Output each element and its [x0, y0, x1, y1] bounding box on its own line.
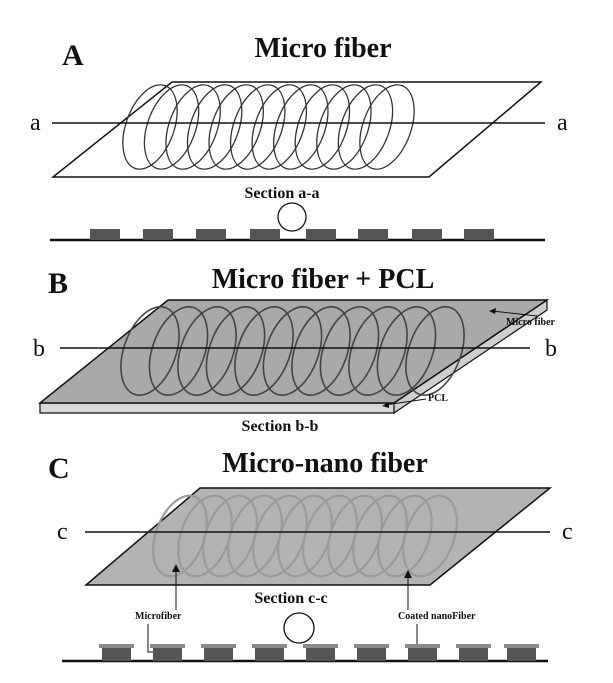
panel-c-fiber-block	[507, 648, 536, 661]
panel-b-section-letter-right: b	[545, 336, 557, 362]
panel-c-cross-section	[62, 612, 548, 663]
panel-b-fiber-coil	[291, 306, 351, 396]
panel-a-fiber-coil	[186, 84, 243, 170]
panel-a-fiber-coil	[316, 84, 372, 170]
panel-b-section-label: Section b-b	[242, 418, 319, 435]
panel-c-title: Micro-nano fiber	[222, 448, 428, 479]
panel-c-nanofiber-cap	[201, 644, 236, 648]
panel-c-nanofiber-cap	[99, 644, 134, 648]
panel-a-fiber-coil	[143, 84, 200, 170]
panel-b-fiber-coil	[205, 306, 266, 396]
panel-c-nanofiber-cap	[303, 644, 338, 648]
panel-c-microfiber-arrowhead-up	[172, 564, 180, 572]
panel-b-fiber-coil	[234, 306, 294, 396]
panel-c-section-letter-right: c	[562, 519, 573, 545]
panel-c-fiber-block	[204, 648, 233, 661]
panel-b-micro-fiber-label: Micro fiber	[506, 317, 556, 328]
panel-c-nanofiber-cap	[252, 644, 287, 648]
panel-a-title: Micro fiber	[254, 33, 391, 64]
panel-a-fiber-circle	[277, 202, 307, 232]
panel-a-section-letter-left: a	[30, 110, 41, 136]
panel-a-fiber-block	[196, 229, 226, 240]
panel-b-micro-fiber-pointer	[491, 310, 538, 317]
panel-c-coated-label: Coated nanoFiber	[398, 611, 476, 622]
panel-a-fiber-coil	[122, 84, 178, 170]
panel-b-pcl-arrowhead	[382, 402, 389, 408]
panel-b-pcl-pointer	[384, 398, 427, 406]
panel-c-fiber-block	[255, 648, 284, 661]
panel-b-pcl-front-edge	[39, 402, 395, 414]
panel-b-fiber-coils	[120, 306, 465, 396]
panel-a-fiber-coil	[165, 84, 221, 170]
panel-b-fiber-coil	[348, 306, 408, 396]
panel-c-nanofiber-cap	[504, 644, 539, 648]
panel-b: B Micro fiber + PCL b b Micro fiber PCL …	[33, 264, 557, 435]
panel-b-fiber-coil	[376, 306, 437, 396]
panel-c-fiber-block	[408, 648, 437, 661]
panel-c-nanofiber-cap	[354, 644, 389, 648]
panel-a-letter: A	[62, 39, 84, 72]
panel-a-fiber-coil	[294, 84, 351, 170]
panel-a-fiber-coil	[229, 84, 286, 170]
panel-a-fiber-block	[358, 229, 388, 240]
panel-c-nanofiber-cap	[150, 644, 185, 648]
panel-b-fiber-coil	[262, 306, 323, 396]
panel-b-micro-fiber-arrowhead	[489, 308, 496, 314]
panel-a: A Micro fiber a a Section a-a	[30, 33, 568, 242]
panel-c-fiber-block	[153, 648, 182, 661]
panel-a-fiber-coil	[359, 84, 415, 170]
panel-b-fiber-coil	[148, 306, 209, 396]
panel-c-nanofiber-sheet	[83, 487, 553, 586]
panel-a-fiber-block	[143, 229, 173, 240]
panel-a-section-letter-right: a	[557, 110, 568, 136]
panel-c-fiber-block	[102, 648, 131, 661]
panel-c-fiber-coil	[377, 494, 433, 578]
panel-a-fiber-coil	[208, 84, 264, 170]
panel-c-section-letter-left: c	[57, 519, 68, 545]
panel-c-fiber-coils	[152, 494, 458, 578]
panel-c-fiber-block	[357, 648, 386, 661]
panel-a-fiber-coils	[122, 84, 415, 170]
panel-b-fiber-coil	[177, 306, 237, 396]
panel-b-title: Micro fiber + PCL	[212, 264, 435, 295]
panel-a-fiber-block	[464, 229, 494, 240]
panel-c-fiber-coil	[402, 494, 458, 578]
panel-a-fiber-coil	[337, 84, 394, 170]
panel-c-fiber-block	[459, 648, 488, 661]
panel-a-fiber-block	[306, 229, 336, 240]
panel-c-fiber-circle	[283, 612, 315, 644]
panel-c-section-label: Section c-c	[254, 590, 327, 607]
panel-c-nanofiber-cap	[405, 644, 440, 648]
panel-c-microfiber-label: Microfiber	[135, 611, 182, 622]
panel-b-fiber-coil	[120, 306, 180, 396]
panel-a-section-label: Section a-a	[244, 185, 319, 202]
panel-a-fiber-block	[412, 229, 442, 240]
panel-b-fiber-coil	[405, 306, 465, 396]
panel-c-nanofiber-cap	[456, 644, 491, 648]
panel-a-fiber-coil	[251, 84, 308, 170]
panel-a-cross-section	[50, 202, 545, 242]
panel-b-fiber-coil	[319, 306, 380, 396]
panel-c-fiber-block	[306, 648, 335, 661]
panel-b-letter: B	[48, 267, 68, 300]
panel-a-sheet	[50, 81, 544, 178]
panel-c-letter: C	[48, 452, 70, 485]
panel-c-coated-arrowhead-up	[404, 570, 412, 578]
panel-b-section-letter-left: b	[33, 336, 45, 362]
panel-a-fiber-block	[90, 229, 120, 240]
panel-c: C Micro-nano fiber c c Section c-c Micro…	[48, 448, 573, 663]
panel-a-fiber-coil	[273, 84, 329, 170]
panel-b-pcl-label: PCL	[428, 393, 448, 404]
panel-a-fiber-block	[250, 229, 280, 240]
